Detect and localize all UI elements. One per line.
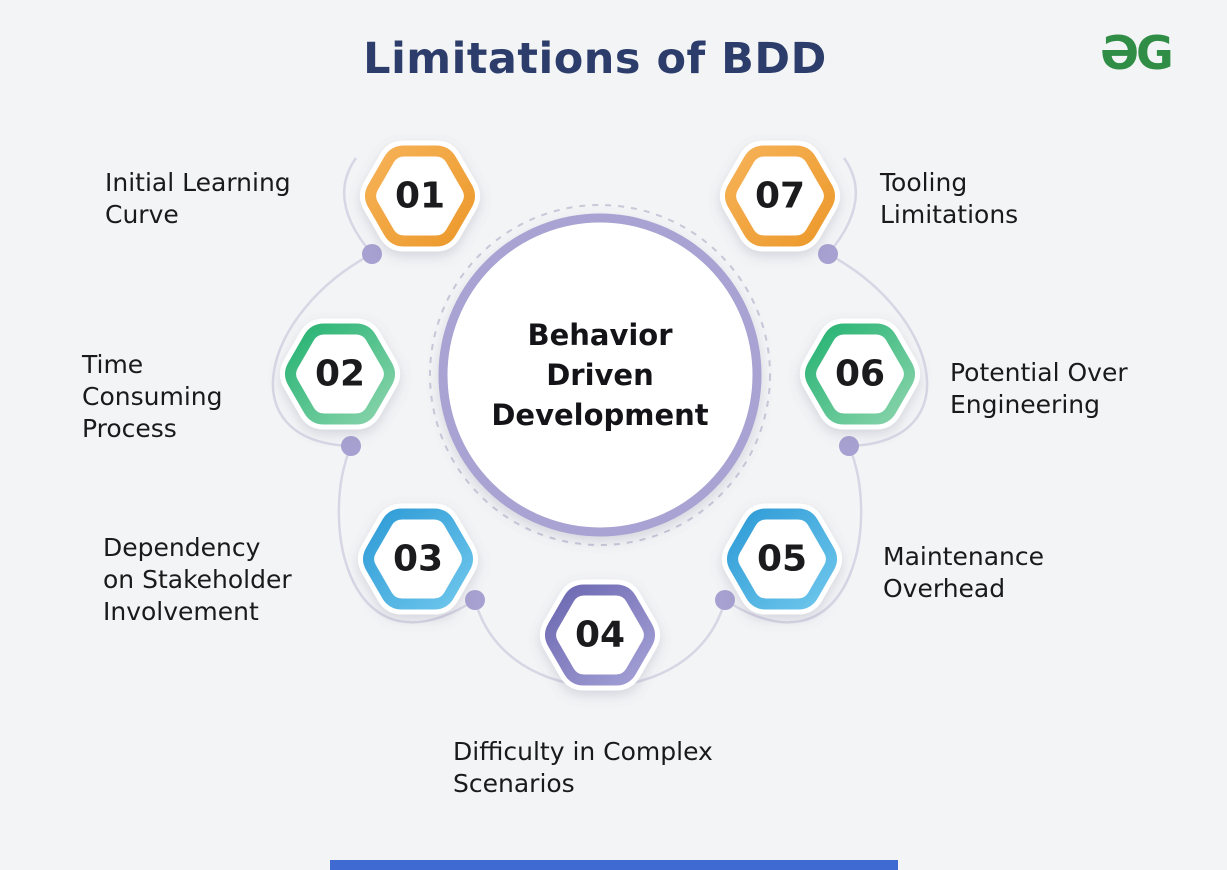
connector-dot — [465, 590, 485, 610]
bottom-accent-bar — [330, 860, 898, 870]
geeksforgeeks-logo-icon: ƏG — [1100, 26, 1174, 80]
item-label-07: Tooling Limitations — [880, 168, 1019, 229]
connector-dot — [715, 590, 735, 610]
hex-number-07: 07 — [754, 175, 806, 217]
hex-number-04: 04 — [574, 614, 626, 656]
connector-dot — [839, 436, 859, 456]
item-label-01: Initial Learning Curve — [105, 168, 291, 229]
connector-dot — [362, 244, 382, 264]
hex-number-03: 03 — [392, 538, 444, 580]
center-label: Behavior Driven Development — [491, 318, 709, 432]
center-dashed-ring — [429, 204, 771, 546]
item-label-06: Potential Over Engineering — [950, 358, 1128, 419]
item-label-02: Time Consuming Process — [82, 350, 223, 443]
item-label-05: Maintenance Overhead — [883, 542, 1044, 603]
page-title: Limitations of BDD — [363, 34, 827, 84]
item-label-03: Dependency on Stakeholder Involvement — [103, 533, 292, 626]
hex-number-06: 06 — [834, 353, 886, 395]
item-label-04: Difficulty in Complex Scenarios — [453, 737, 713, 798]
connector-dot — [818, 244, 838, 264]
hex-number-02: 02 — [314, 353, 366, 395]
hex-number-01: 01 — [394, 175, 446, 217]
center-circle — [438, 213, 762, 537]
connector-dot — [341, 436, 361, 456]
hex-number-05: 05 — [756, 538, 808, 580]
